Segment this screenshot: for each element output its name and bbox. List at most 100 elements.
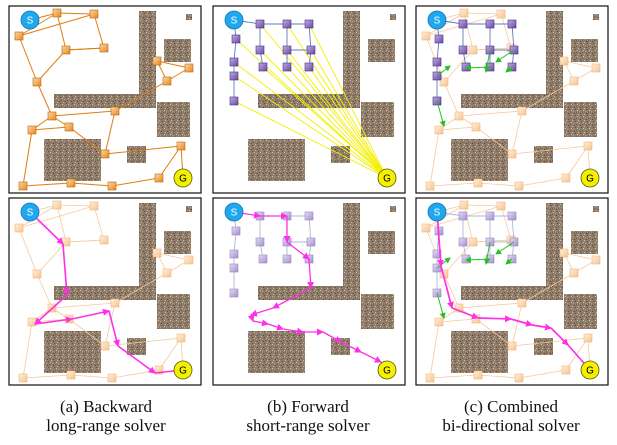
obstacle bbox=[44, 331, 101, 373]
goal-marker bbox=[580, 168, 600, 188]
obstacle bbox=[368, 231, 395, 254]
backward-node bbox=[439, 77, 449, 87]
goal-label: G bbox=[586, 174, 594, 185]
backward-node bbox=[559, 56, 569, 66]
forward-node bbox=[229, 288, 239, 298]
backward-edge bbox=[477, 182, 520, 187]
caption-c-line1: (c) Combined bbox=[464, 397, 558, 416]
start-marker bbox=[20, 202, 40, 222]
backward-edge bbox=[93, 13, 105, 49]
bridge-edge bbox=[505, 66, 513, 73]
backward-edge bbox=[429, 374, 479, 379]
backward-edge bbox=[36, 81, 53, 117]
connection-edge bbox=[233, 100, 388, 179]
backward-edge bbox=[458, 302, 523, 309]
backward-edge bbox=[438, 126, 477, 131]
backward-node bbox=[514, 181, 524, 191]
obstacle bbox=[564, 102, 597, 137]
obstacle bbox=[127, 338, 146, 355]
backward-edge bbox=[36, 241, 67, 275]
backward-node bbox=[459, 200, 469, 210]
backward-edge bbox=[18, 227, 38, 275]
connection-edge bbox=[308, 23, 388, 179]
backward-edge bbox=[565, 145, 589, 179]
forward-node bbox=[485, 211, 495, 221]
obstacle bbox=[343, 203, 360, 300]
obstacle bbox=[546, 11, 563, 108]
backward-node bbox=[152, 56, 162, 66]
backward-edge bbox=[22, 321, 33, 379]
solution-path-seg bbox=[477, 315, 512, 323]
bridge-edge bbox=[495, 49, 515, 63]
goal-label: G bbox=[586, 366, 594, 377]
backward-node bbox=[496, 201, 506, 211]
bridge-edge bbox=[465, 64, 491, 71]
solution-path-seg bbox=[62, 243, 71, 296]
obstacle bbox=[451, 139, 508, 181]
backward-node bbox=[468, 237, 478, 247]
caption-c: (c) Combined bi-directional solver bbox=[411, 397, 611, 435]
backward-edge bbox=[477, 374, 520, 379]
start-label: S bbox=[27, 208, 34, 219]
bridge-edge bbox=[465, 256, 491, 263]
backward-node bbox=[425, 181, 435, 191]
backward-node bbox=[459, 8, 469, 18]
start-marker bbox=[224, 202, 244, 222]
obstacle bbox=[534, 338, 553, 355]
forward-node bbox=[229, 71, 239, 81]
solution-path-seg bbox=[71, 308, 110, 320]
backward-node bbox=[514, 373, 524, 383]
forward-node bbox=[229, 96, 239, 106]
obstacle bbox=[164, 231, 191, 254]
backward-node bbox=[18, 181, 28, 191]
backward-edge bbox=[500, 205, 512, 241]
backward-edge bbox=[36, 49, 67, 83]
obstacle bbox=[186, 206, 192, 212]
bridge-edge bbox=[505, 258, 513, 265]
forward-edge bbox=[308, 23, 314, 51]
obstacle bbox=[361, 102, 394, 137]
backward-edge bbox=[18, 205, 95, 229]
obstacle bbox=[564, 294, 597, 329]
panel-c-bottom: SG bbox=[415, 197, 609, 386]
backward-node bbox=[107, 181, 117, 191]
connection-edge bbox=[262, 66, 388, 179]
backward-edge bbox=[68, 126, 106, 155]
backward-node bbox=[89, 9, 99, 19]
forward-node bbox=[282, 45, 292, 55]
backward-edge bbox=[518, 177, 567, 187]
bridge-edge bbox=[436, 100, 446, 127]
backward-node bbox=[473, 370, 483, 380]
forward-node bbox=[458, 45, 468, 55]
backward-node bbox=[110, 106, 120, 116]
backward-node bbox=[517, 106, 527, 116]
backward-node bbox=[154, 173, 164, 183]
forward-node bbox=[304, 211, 314, 221]
backward-node bbox=[27, 125, 37, 135]
solution-path-seg bbox=[360, 351, 382, 363]
backward-node bbox=[517, 298, 527, 308]
backward-edge bbox=[443, 273, 460, 309]
backward-edge bbox=[104, 110, 116, 155]
forward-node bbox=[485, 19, 495, 29]
obstacle bbox=[343, 11, 360, 108]
backward-node bbox=[425, 373, 435, 383]
obstacle bbox=[54, 94, 156, 108]
backward-edge bbox=[104, 302, 116, 347]
bridge-edge bbox=[483, 49, 491, 73]
backward-edge bbox=[563, 60, 597, 69]
forward-edge bbox=[511, 215, 517, 243]
backward-node bbox=[468, 45, 478, 55]
solution-path-seg bbox=[550, 327, 569, 346]
forward-node bbox=[507, 19, 517, 29]
obstacle bbox=[534, 146, 553, 163]
backward-node bbox=[184, 255, 194, 265]
forward-node bbox=[231, 34, 241, 44]
backward-node bbox=[559, 248, 569, 258]
forward-node bbox=[255, 19, 265, 29]
backward-edge bbox=[463, 12, 474, 51]
forward-node bbox=[304, 62, 314, 72]
solution-path-seg bbox=[252, 319, 269, 327]
forward-node bbox=[282, 62, 292, 72]
bridge-edge bbox=[436, 292, 446, 319]
